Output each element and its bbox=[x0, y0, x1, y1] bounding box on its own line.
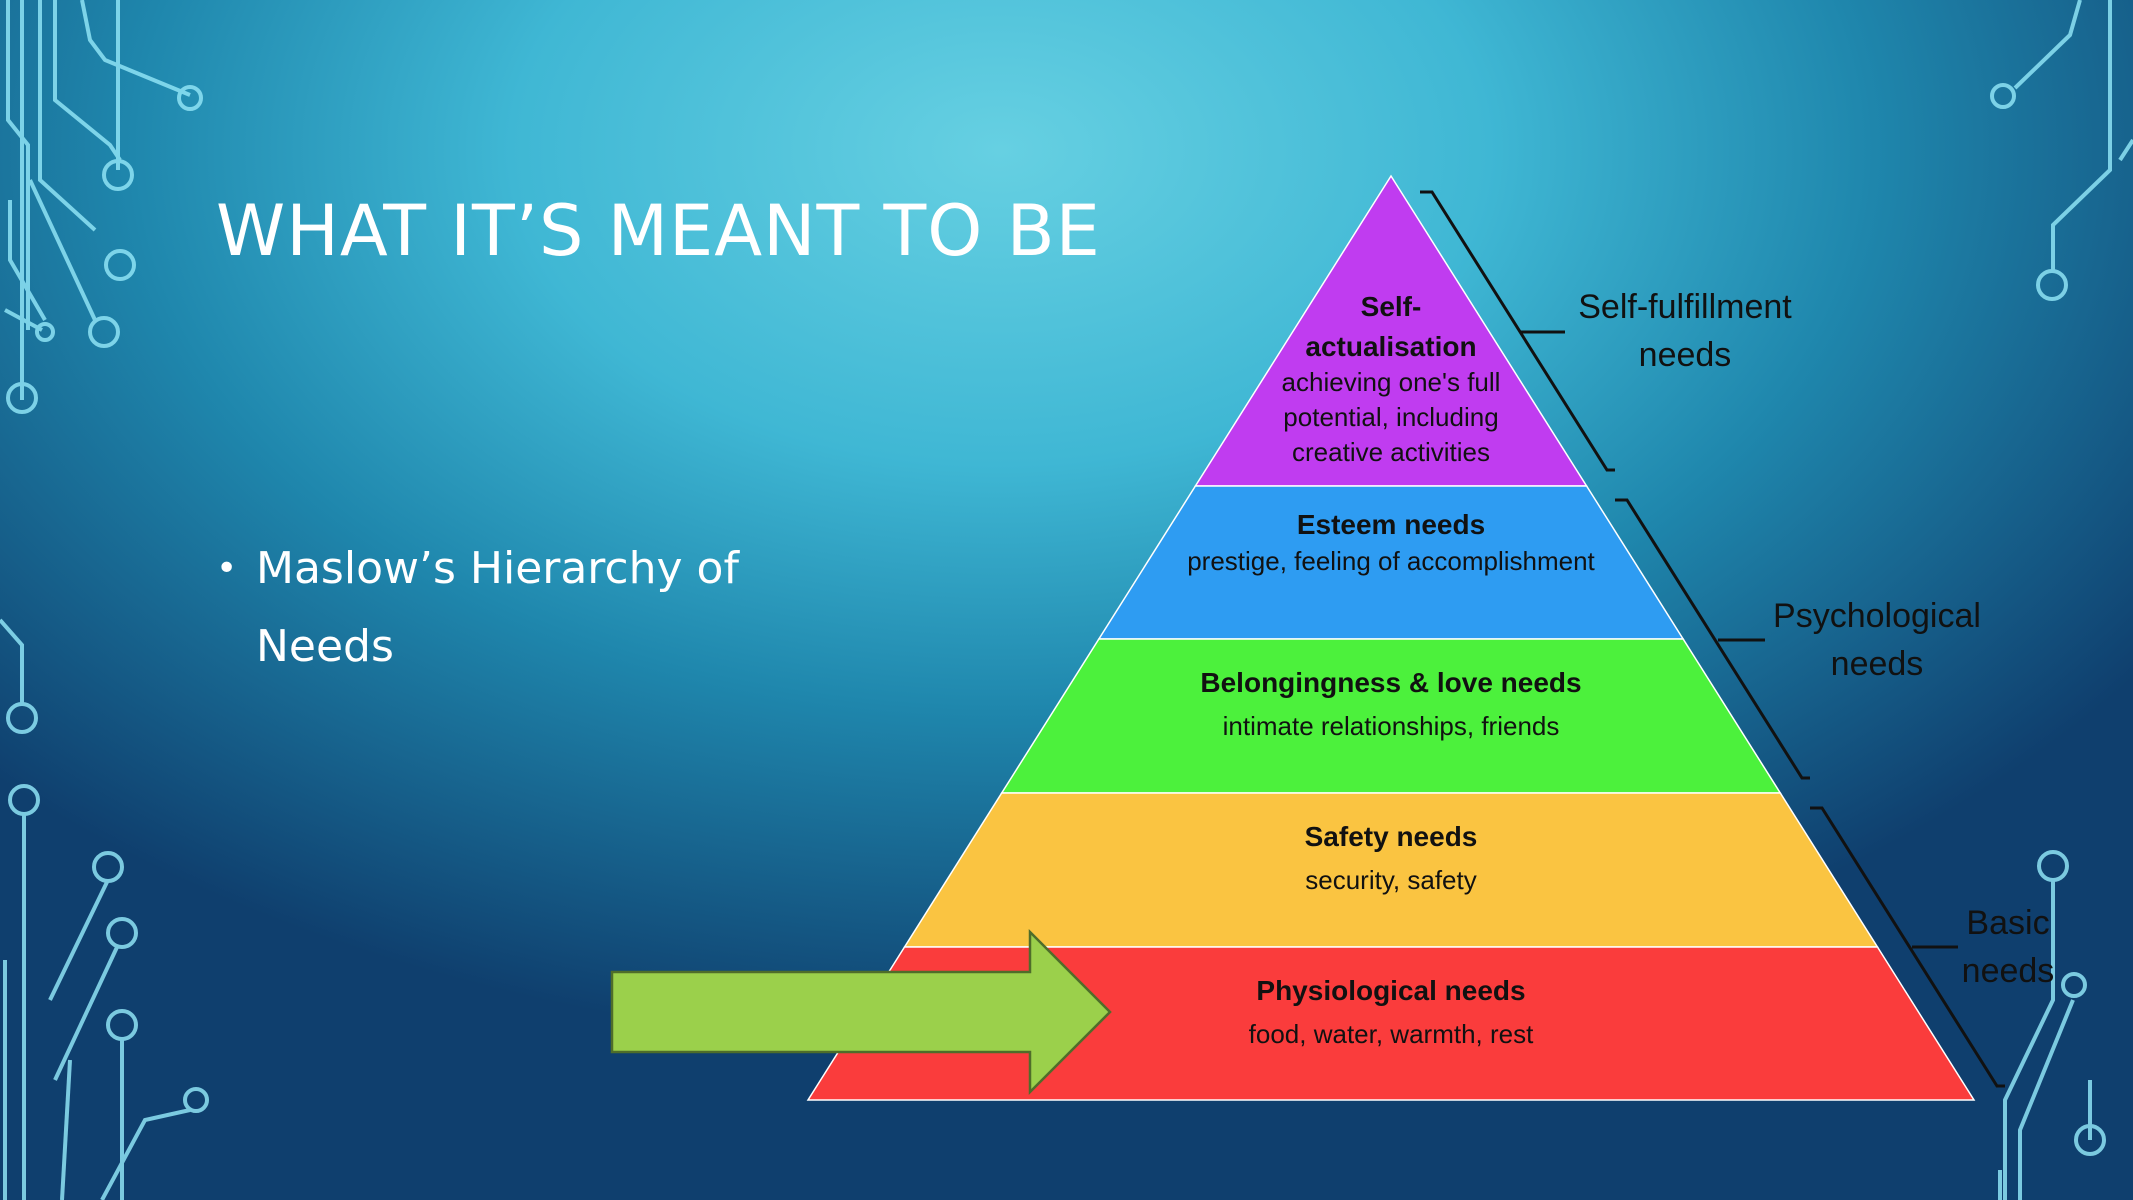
bracket-line bbox=[1615, 498, 1810, 780]
bullet-item: • Maslow’s Hierarchy of Needs bbox=[216, 530, 776, 686]
bracket-line bbox=[1420, 190, 1615, 472]
group-label: needs bbox=[1962, 952, 2055, 990]
group-bracket-basic: Basic needs bbox=[1810, 806, 2055, 1088]
slide-title: WHAT IT’S MEANT TO BE bbox=[216, 190, 1101, 272]
pyramid-levels: Self-actualisation achieving one's full po… bbox=[806, 174, 1976, 1101]
level-description: creative activities bbox=[1292, 437, 1490, 467]
group-label: Psychological bbox=[1773, 597, 1981, 635]
level-description: security, safety bbox=[1305, 865, 1476, 895]
level-description: intimate relationships, friends bbox=[1223, 711, 1560, 741]
level-title: Safety needs bbox=[1305, 821, 1478, 852]
arrow-group bbox=[610, 928, 1112, 1096]
level-title: Belongingness & love needs bbox=[1200, 667, 1581, 698]
level-description: prestige, feeling of accomplishment bbox=[1187, 546, 1595, 576]
group-label: Basic bbox=[1966, 904, 2049, 942]
group-bracket-psychological: Psychological needs bbox=[1615, 498, 1981, 780]
arrow-icon bbox=[610, 928, 1112, 1096]
pyramid-level-physiological-needs: Physiological needs food, water, warmth, … bbox=[806, 946, 1976, 1101]
group-label: Self-fulfillment bbox=[1578, 288, 1792, 326]
pyramid-level-safety-needs: Safety needs security, safety bbox=[903, 792, 1879, 948]
level-title: Self- bbox=[1361, 291, 1422, 322]
level-description: food, water, warmth, rest bbox=[1249, 1019, 1534, 1049]
bullet-marker: • bbox=[216, 548, 238, 589]
level-description: potential, including bbox=[1283, 402, 1498, 432]
level-description: achieving one's full bbox=[1282, 367, 1501, 397]
pyramid-level-belongingness-love-needs: Belongingness & love needs intimate relat… bbox=[1000, 638, 1782, 794]
group-bracket-self-fulfillment: Self-fulfillment needs bbox=[1420, 190, 1792, 472]
level-title: Esteem needs bbox=[1297, 509, 1485, 540]
level-title: Physiological needs bbox=[1256, 975, 1525, 1006]
group-label: needs bbox=[1831, 645, 1924, 683]
bullet-text: Maslow’s Hierarchy of Needs bbox=[256, 543, 739, 672]
bracket-line bbox=[1810, 806, 2005, 1088]
group-label: needs bbox=[1639, 336, 1732, 374]
group-brackets: Self-fulfillmentneedsPsychologicalneedsB… bbox=[1420, 190, 2055, 1088]
pyramid-level-esteem-needs: Esteem needs prestige, feeling of accompl… bbox=[1097, 485, 1685, 640]
pyramid-level-self-actualisation: Self-actualisation achieving one's full po… bbox=[1194, 174, 1588, 487]
level-title: actualisation bbox=[1305, 331, 1476, 362]
